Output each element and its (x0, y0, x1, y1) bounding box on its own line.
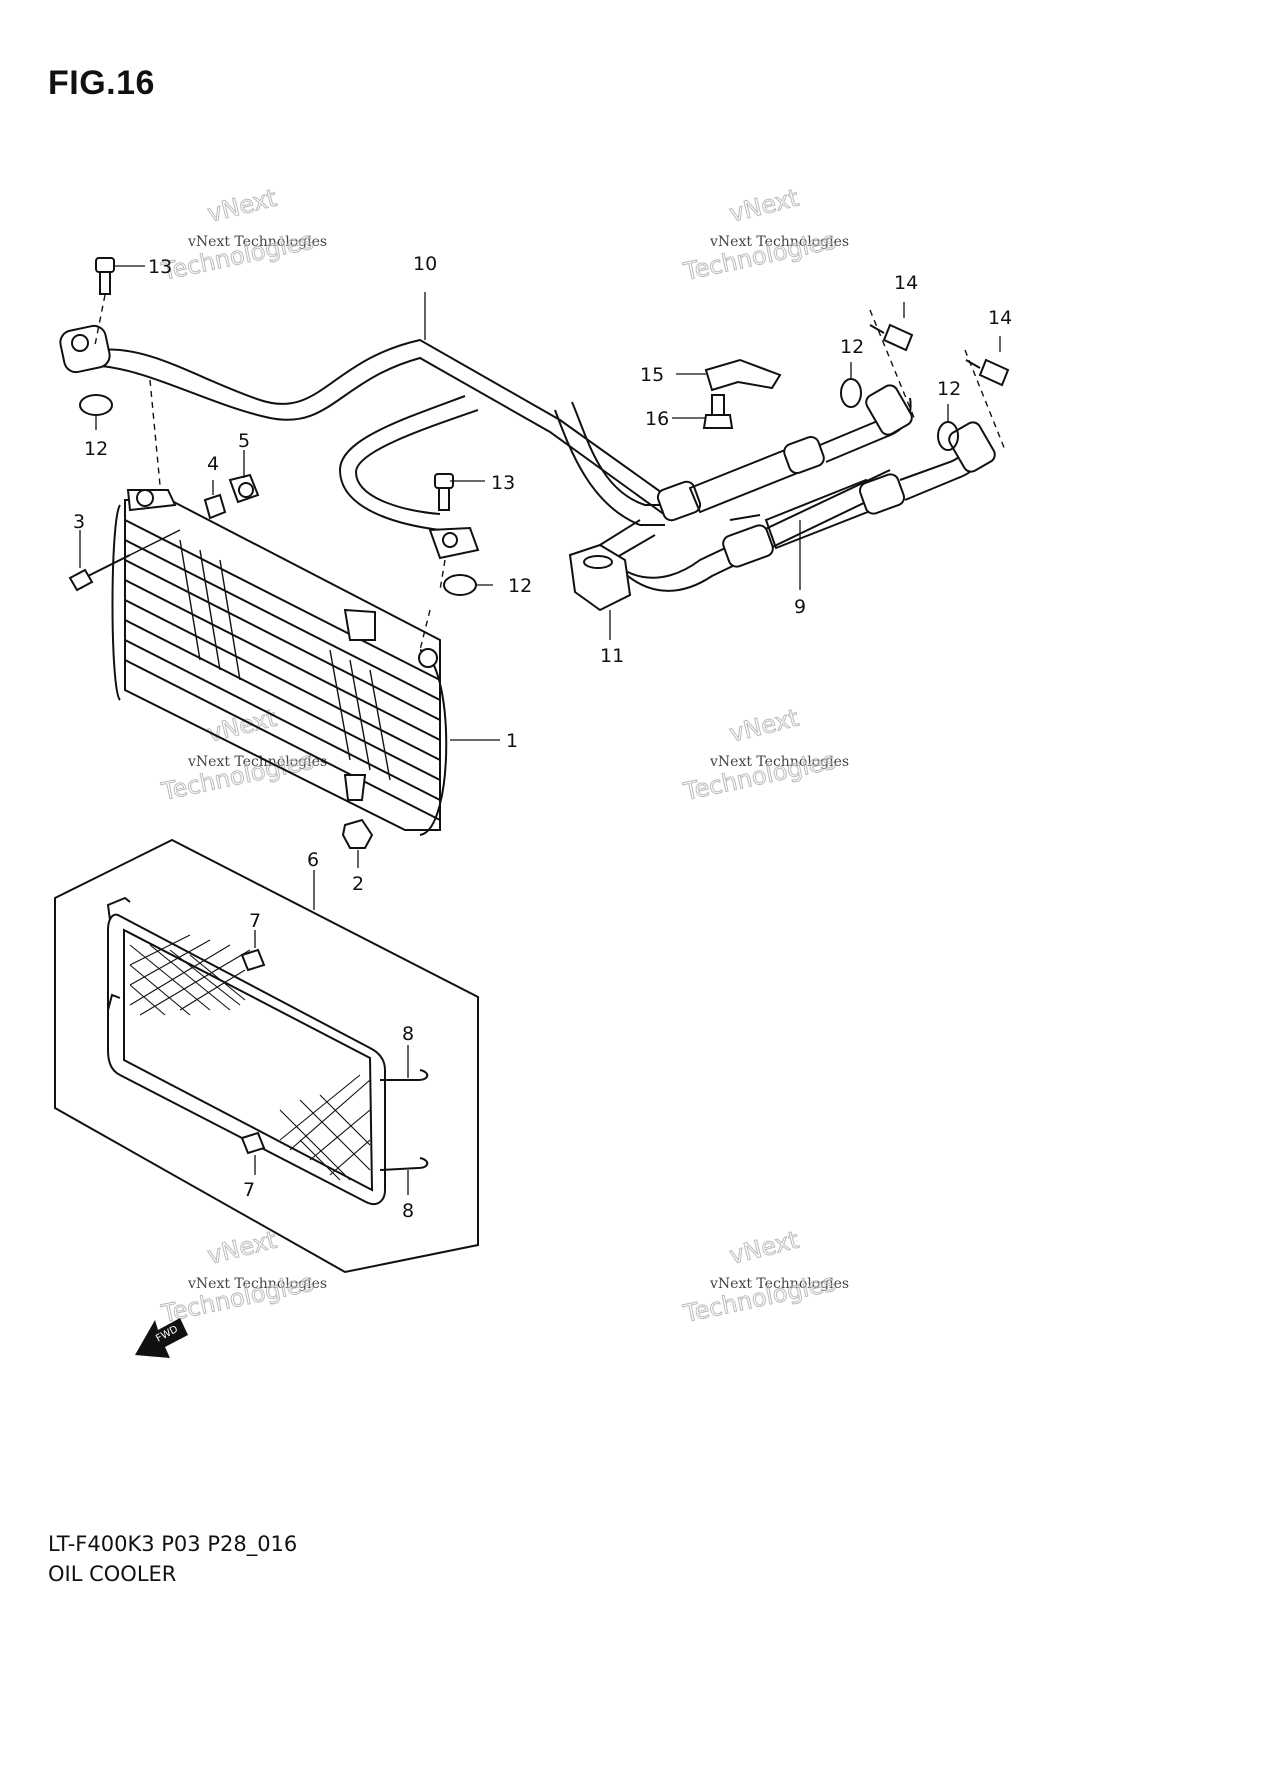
callout-9: 9 (794, 596, 806, 618)
svg-text:vNext Technologies: vNext Technologies (709, 234, 849, 250)
bolt-14-b (964, 349, 1010, 451)
callout-13-top: 13 (148, 256, 172, 278)
svg-text:vNext: vNext (205, 1226, 280, 1270)
watermark-6: vNext vNext Technologies Technologies (680, 1225, 849, 1328)
leader-lines (79, 265, 1001, 1195)
figure-title: FIG.16 (48, 64, 155, 102)
gasket-12-mid (443, 574, 477, 596)
svg-text:vNext: vNext (727, 704, 802, 748)
diagram-code: LT-F400K3 P03 P28_016 (48, 1532, 298, 1556)
union-bolt-13-top (94, 257, 115, 346)
watermark-4: vNext vNext Technologies Technologies (680, 703, 849, 806)
callout-7-top: 7 (249, 910, 261, 932)
svg-text:vNext Technologies: vNext Technologies (187, 754, 327, 770)
callout-14-a: 14 (894, 272, 918, 294)
svg-text:vNext: vNext (205, 704, 280, 748)
svg-text:vNext: vNext (727, 184, 802, 228)
cover-mesh (129, 934, 371, 1181)
callout-15: 15 (640, 364, 664, 386)
pipe-fitting (419, 526, 480, 651)
callout-7-bottom: 7 (243, 1179, 255, 1201)
callout-12-right-a: 12 (840, 336, 864, 358)
grommet-5 (228, 473, 260, 504)
callout-12-right-b: 12 (937, 378, 961, 400)
gasket-12-left (79, 394, 113, 416)
collar-4 (203, 493, 227, 520)
callout-5: 5 (238, 430, 250, 452)
watermark-5: vNext vNext Technologies Technologies (158, 1225, 327, 1328)
svg-text:vNext Technologies: vNext Technologies (187, 234, 327, 250)
callout-2: 2 (352, 873, 364, 895)
diagram-name: OIL COOLER (48, 1562, 177, 1586)
callout-8-top: 8 (402, 1023, 414, 1045)
watermark-2: vNext vNext Technologies Technologies (680, 183, 849, 286)
svg-text:vNext Technologies: vNext Technologies (709, 754, 849, 770)
fwd-arrow[interactable]: FWD (135, 1318, 188, 1358)
callout-12-left: 12 (84, 438, 108, 460)
bolt-14-a (869, 309, 916, 421)
clamp-15 (704, 358, 782, 392)
callout-8-bottom: 8 (402, 1200, 414, 1222)
oil-hose-9 (598, 384, 996, 592)
callout-1: 1 (506, 730, 518, 752)
callout-16: 16 (645, 408, 669, 430)
cushion-11 (568, 543, 632, 612)
svg-text:vNext Technologies: vNext Technologies (187, 1276, 327, 1292)
bolt-16 (702, 394, 734, 429)
oil-cooler-cover-6 (54, 838, 479, 1274)
callout-12-mid: 12 (508, 575, 532, 597)
union-bolt-13-mid (434, 473, 454, 511)
gasket-12-right-a (840, 378, 862, 408)
svg-text:vNext: vNext (205, 184, 280, 228)
oil-pipe-10 (59, 324, 666, 531)
svg-text:vNext Technologies: vNext Technologies (709, 1276, 849, 1292)
callout-11: 11 (600, 645, 624, 667)
callout-3: 3 (73, 511, 85, 533)
callout-6: 6 (307, 849, 319, 871)
grommet-2 (341, 818, 374, 849)
bolt-3 (68, 529, 181, 592)
callout-13-mid: 13 (491, 472, 515, 494)
svg-text:vNext: vNext (727, 1226, 802, 1270)
callout-10: 10 (413, 253, 437, 275)
callout-4: 4 (207, 453, 219, 475)
watermark-1: vNext vNext Technologies Technologies (158, 183, 327, 286)
oil-cooler-core (111, 489, 448, 836)
callout-14-b: 14 (988, 307, 1012, 329)
